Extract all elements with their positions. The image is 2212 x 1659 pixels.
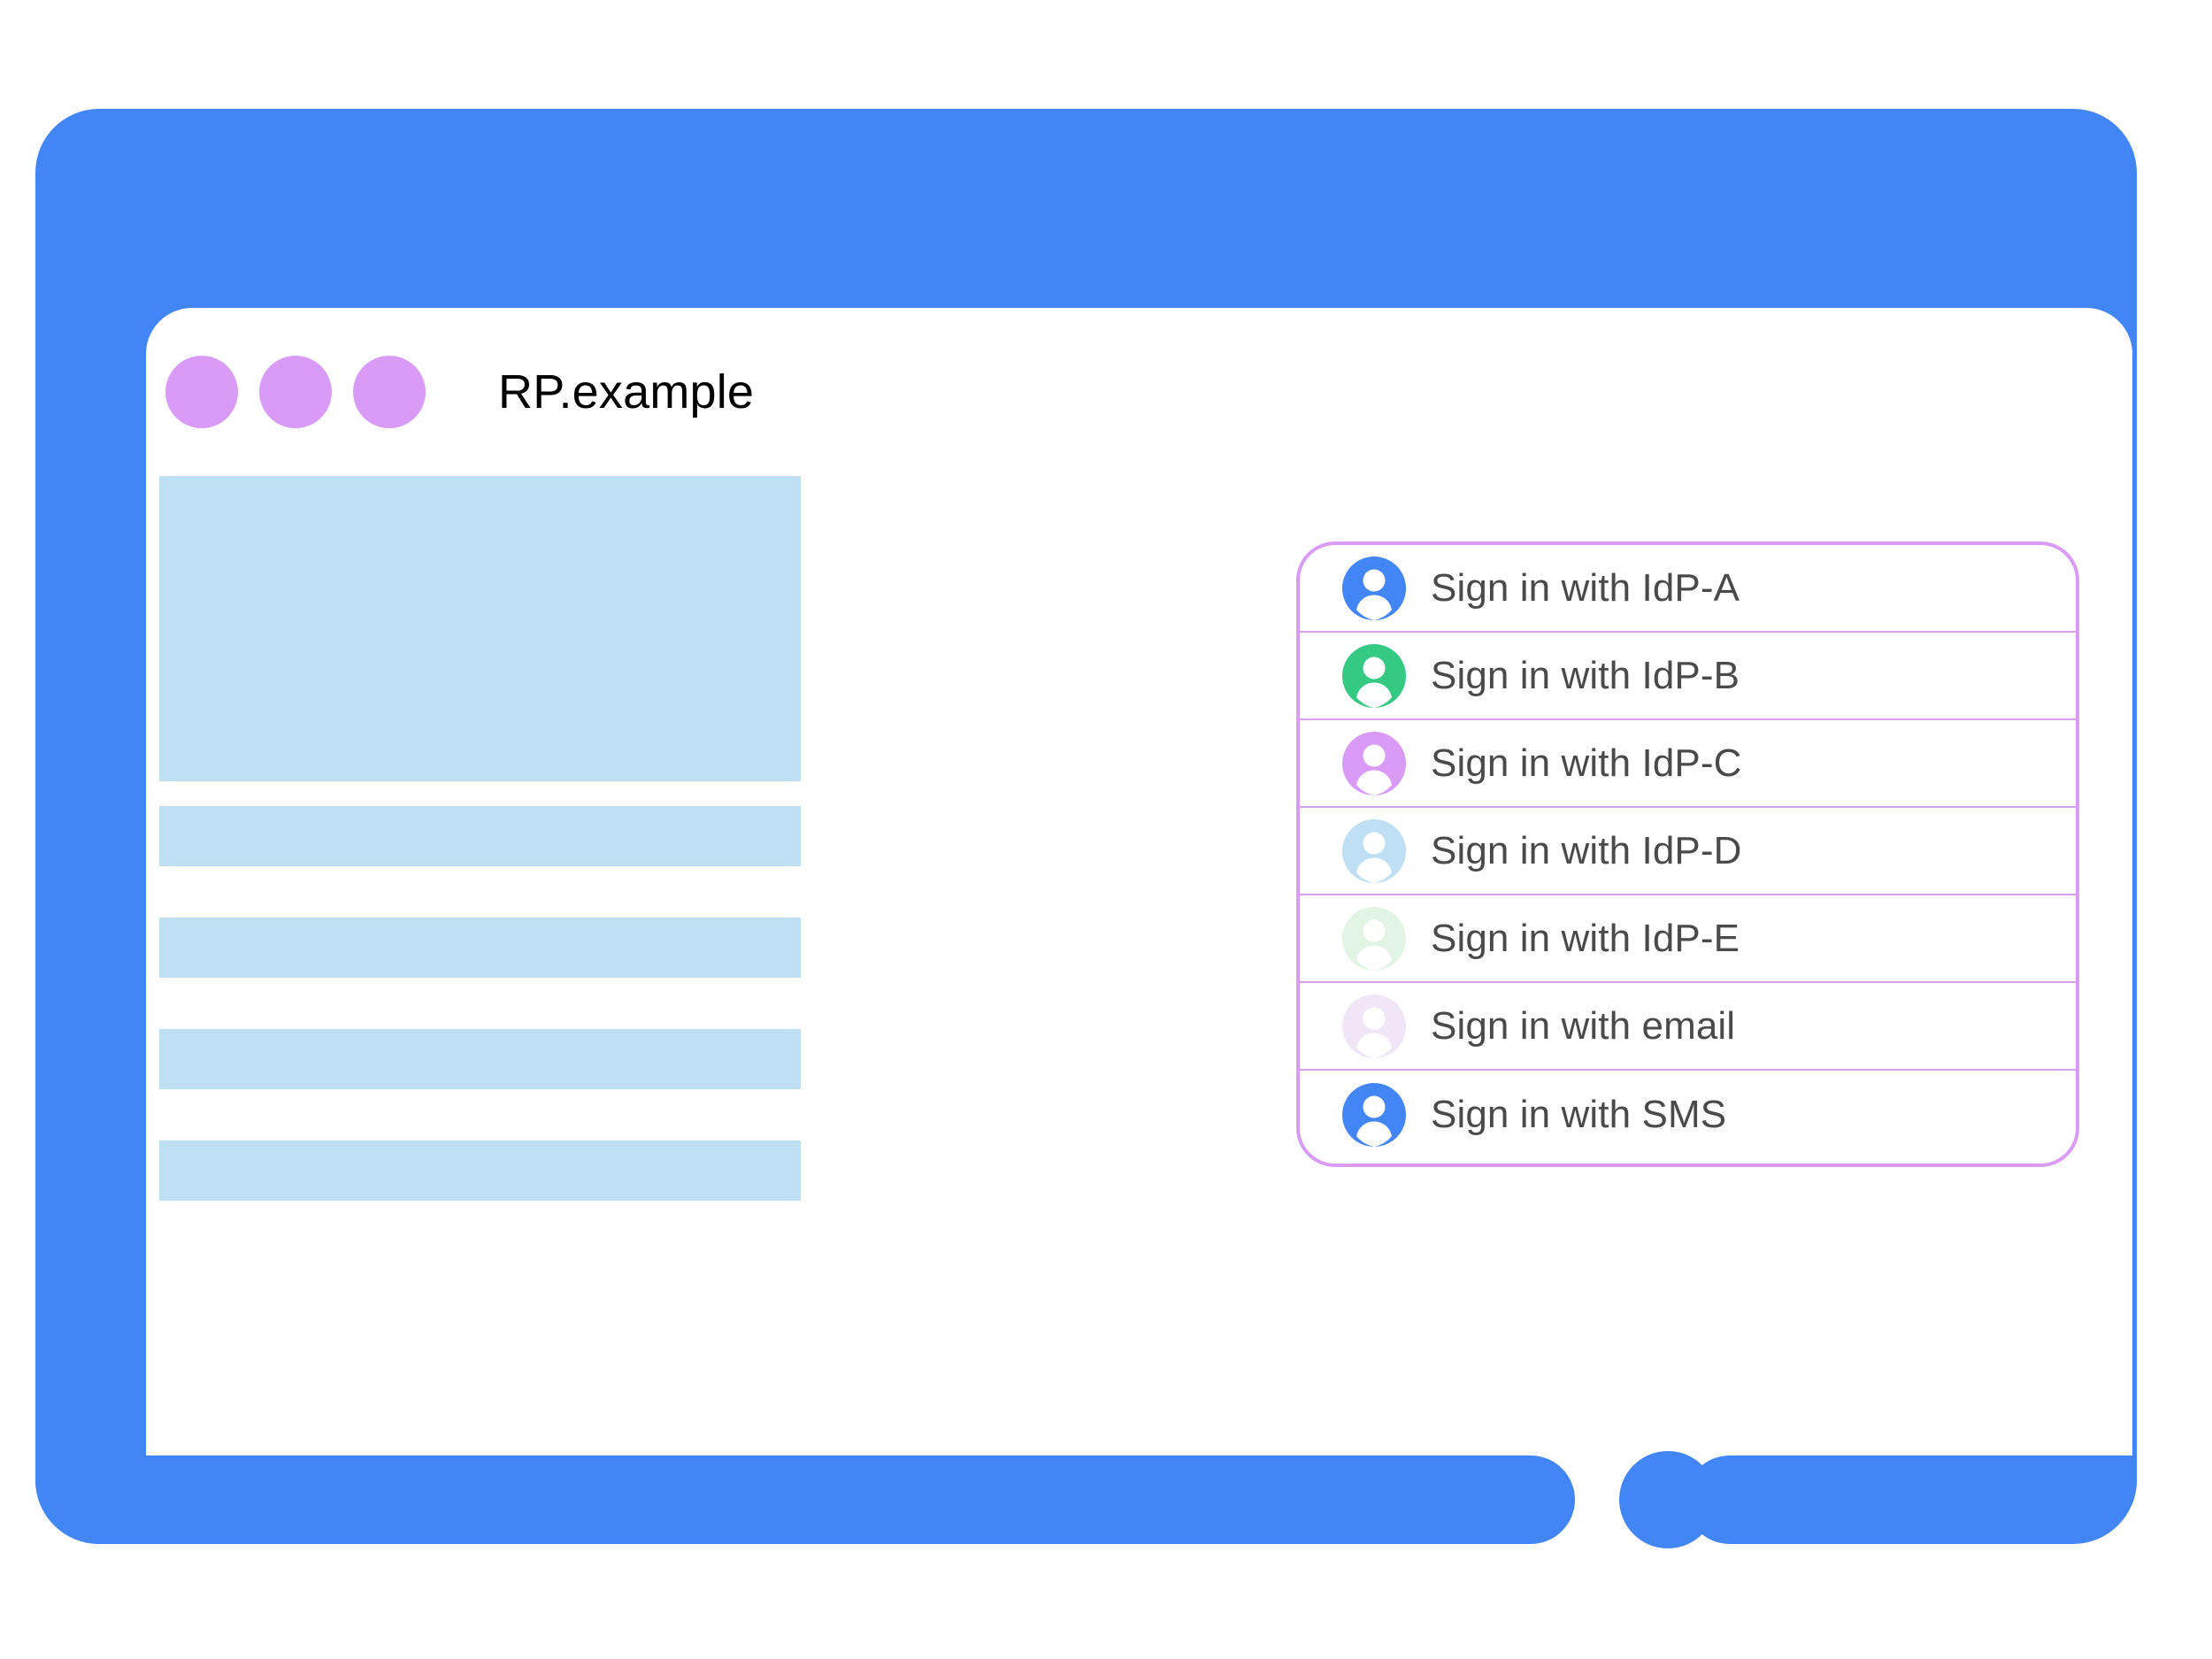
- signin-option-row[interactable]: Sign in with IdP-E: [1300, 895, 2076, 983]
- person-avatar-icon: [1342, 643, 1406, 708]
- page-content-column: [159, 476, 801, 1252]
- text-placeholder-1: [159, 806, 801, 866]
- page-title: RP.example: [498, 365, 755, 419]
- signin-option-label: Sign in with SMS: [1431, 1092, 1727, 1136]
- traffic-light-dot-3[interactable]: [353, 356, 426, 428]
- person-avatar-icon: [1342, 731, 1406, 795]
- signin-option-label: Sign in with IdP-B: [1431, 653, 1740, 697]
- traffic-light-dot-1[interactable]: [165, 356, 238, 428]
- signin-option-label: Sign in with IdP-A: [1431, 565, 1740, 610]
- signin-option-row[interactable]: Sign in with IdP-D: [1300, 808, 2076, 895]
- hero-placeholder: [159, 476, 801, 781]
- person-avatar-icon: [1342, 818, 1406, 883]
- window-titlebar: RP.example: [146, 308, 2132, 476]
- signin-option-label: Sign in with email: [1431, 1003, 1736, 1048]
- account-chooser-panel: Sign in with IdP-A Sign in with IdP-B Sign…: [1296, 541, 2079, 1167]
- signin-option-label: Sign in with IdP-C: [1431, 741, 1742, 785]
- text-placeholder-3: [159, 1029, 801, 1089]
- signin-option-row[interactable]: Sign in with IdP-C: [1300, 720, 2076, 808]
- signin-option-row[interactable]: Sign in with IdP-B: [1300, 633, 2076, 720]
- signin-option-label: Sign in with IdP-E: [1431, 916, 1740, 960]
- signin-option-label: Sign in with IdP-D: [1431, 828, 1742, 872]
- signin-option-row[interactable]: Sign in with IdP-A: [1300, 545, 2076, 633]
- text-placeholder-2: [159, 918, 801, 978]
- person-avatar-icon: [1342, 1082, 1406, 1147]
- traffic-light-dot-2[interactable]: [259, 356, 332, 428]
- person-avatar-icon: [1342, 906, 1406, 971]
- text-placeholder-4: [159, 1141, 801, 1201]
- signin-option-row[interactable]: Sign in with SMS: [1300, 1071, 2076, 1158]
- person-avatar-icon: [1342, 556, 1406, 620]
- signin-option-row[interactable]: Sign in with email: [1300, 983, 2076, 1071]
- person-avatar-icon: [1342, 994, 1406, 1058]
